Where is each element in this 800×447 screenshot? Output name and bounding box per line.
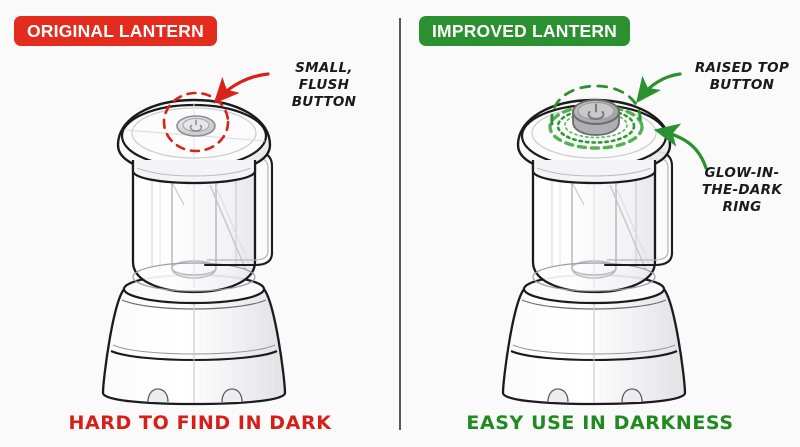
- caption-easy-use-in-darkness: EASY USE IN DARKNESS: [466, 412, 734, 434]
- highlight-circle-green: [550, 84, 642, 126]
- annotation-raised-top-button: RAISED TOP BUTTON: [694, 60, 790, 93]
- lantern-base-right: [501, 273, 687, 406]
- callout-arrow-glow: [653, 123, 708, 170]
- original-lantern-illustration: [101, 72, 287, 406]
- highlight-circle-red: [162, 91, 230, 153]
- badge-improved-lantern: IMPROVED LANTERN: [419, 16, 631, 46]
- annotation-small-flush-button: SMALL, FLUSH BUTTON: [291, 60, 357, 110]
- panel-divider: [399, 18, 401, 430]
- lantern-base-left: [101, 273, 287, 406]
- callout-arrow-red: [213, 72, 270, 104]
- improved-lantern-illustration: [501, 72, 708, 406]
- badge-original-lantern: ORIGINAL LANTERN: [14, 16, 217, 46]
- power-button-raised-right: [572, 99, 620, 136]
- power-icon: [189, 124, 203, 132]
- power-button-flush-left: [176, 115, 216, 137]
- annotation-glow-in-the-dark-ring: GLOW-IN- THE-DARK RING: [701, 165, 783, 215]
- power-icon: [587, 110, 605, 120]
- callout-arrow-raised: [636, 72, 682, 104]
- caption-hard-to-find-in-dark: HARD TO FIND IN DARK: [68, 412, 332, 434]
- lantern-dome-left: [116, 98, 272, 185]
